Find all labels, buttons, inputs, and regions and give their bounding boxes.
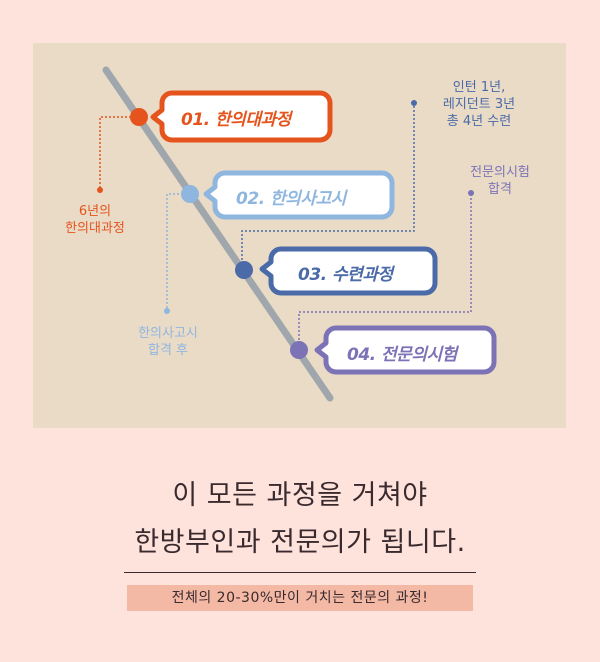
bubble-step-3: [259, 246, 438, 296]
connector-end-4: [468, 190, 474, 196]
bubble-step-2: [203, 170, 395, 220]
bubble-step-1: [150, 90, 333, 143]
step-4-label: 04. 전문의시험: [347, 345, 457, 365]
subnote-banner: 전체의 20-30%만이 거치는 전문의 과정!: [127, 585, 473, 611]
connector-step-4: [298, 193, 472, 348]
step-4-dot: [290, 341, 308, 359]
connector-end-1: [97, 187, 103, 193]
step-1-dot: [130, 108, 148, 126]
step-4-note: 전문의시험 합격: [470, 165, 530, 197]
connector-step-2: [166, 193, 187, 311]
step-2-note: 한의사고시 합격 후: [138, 326, 198, 358]
connector-end-3: [411, 100, 417, 106]
connector-step-3: [241, 103, 415, 268]
connector-step-1: [99, 116, 135, 190]
step-2-label: 02. 한의사고시: [236, 189, 346, 209]
divider: [124, 572, 476, 573]
step-3-dot: [235, 261, 253, 279]
step-1-note: 6년의 한의대과정: [65, 204, 125, 236]
step-3-label: 03. 수련과정: [298, 265, 393, 285]
headline-line-1: 이 모든 과정을 거쳐야: [172, 480, 428, 511]
step-2-dot: [181, 185, 199, 203]
step-1-label: 01. 한의대과정: [181, 110, 291, 130]
bubble-step-4: [314, 325, 497, 375]
headline-line-2: 한방부인과 전문의가 됩니다.: [134, 527, 466, 558]
step-3-note: 인턴 1년, 레지던트 3년 총 4년 수련: [442, 80, 516, 129]
connector-end-2: [164, 308, 170, 314]
